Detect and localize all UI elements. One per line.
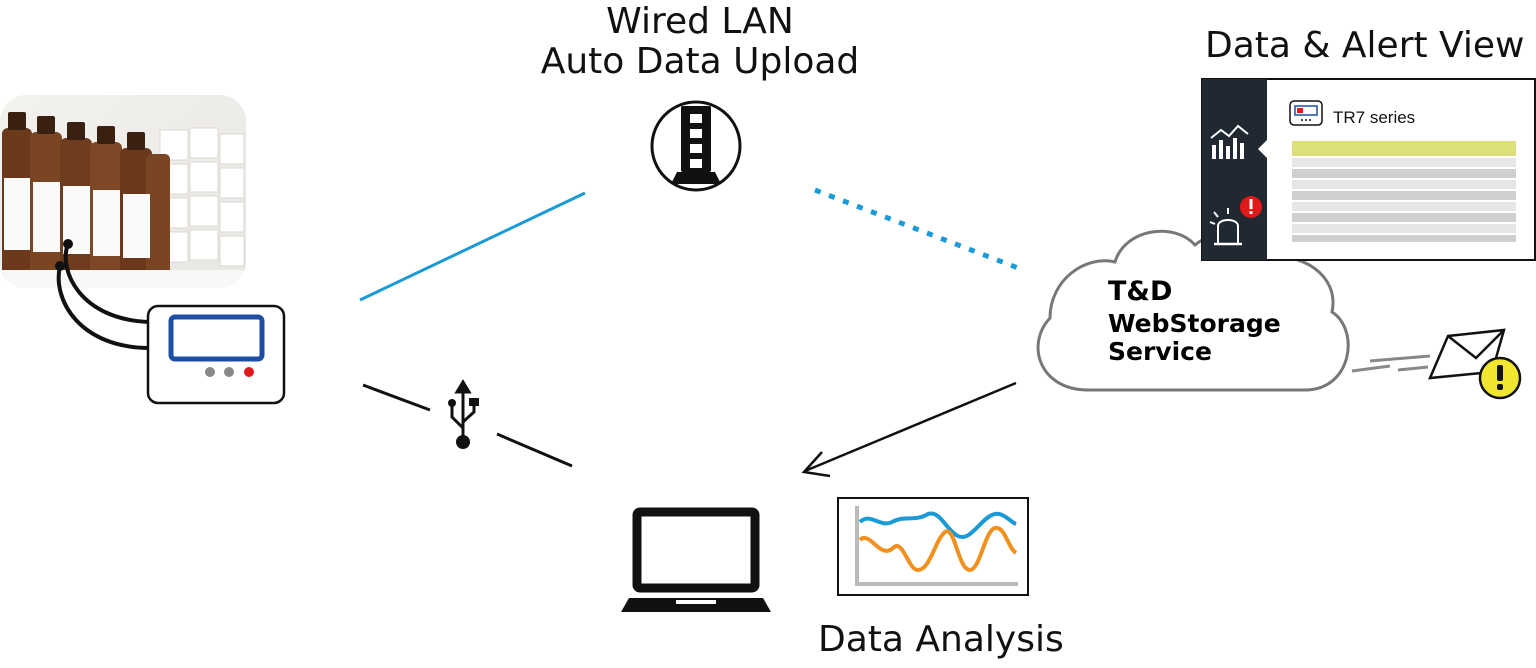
logger-device-icon [146, 304, 286, 405]
cloud-icon [1036, 229, 1350, 392]
lan-cloud-dotted-line [814, 187, 1019, 271]
lan-upload-line2: Auto Data Upload [540, 41, 860, 82]
lan-hub-icon [650, 100, 742, 192]
cloud-brand: T&D [1108, 276, 1173, 307]
cloud-service-line3: Service [1108, 337, 1212, 366]
mail-alert-icon [1351, 328, 1522, 400]
alarm-icon [1209, 196, 1262, 246]
laptop-icon [621, 507, 771, 612]
analysis-title: Data Analysis [818, 619, 1064, 660]
view-title: Data & Alert View [1205, 25, 1525, 66]
orange-series-line [858, 526, 1018, 573]
probe-cables [56, 242, 152, 350]
lan-upload-label: Wired LAN Auto Data Upload [480, 2, 920, 82]
graph-icon [1210, 124, 1249, 159]
usb-connection-line [362, 383, 573, 468]
cloud-to-pc-arrow [801, 381, 1017, 478]
data-view-panel [1201, 78, 1536, 261]
device-series-label: TR7 series [1333, 108, 1416, 127]
lan-upload-line1: Wired LAN [606, 1, 794, 42]
blue-series-line [858, 511, 1017, 539]
storage-shelf-photo [0, 95, 246, 288]
lan-connection-line [359, 191, 586, 302]
tr7-device-icon [1289, 100, 1323, 126]
chart-icon [837, 497, 1029, 596]
usb-icon [448, 379, 479, 449]
data-table-rows [1292, 141, 1516, 242]
cloud-service-line2: WebStorage [1108, 309, 1281, 338]
